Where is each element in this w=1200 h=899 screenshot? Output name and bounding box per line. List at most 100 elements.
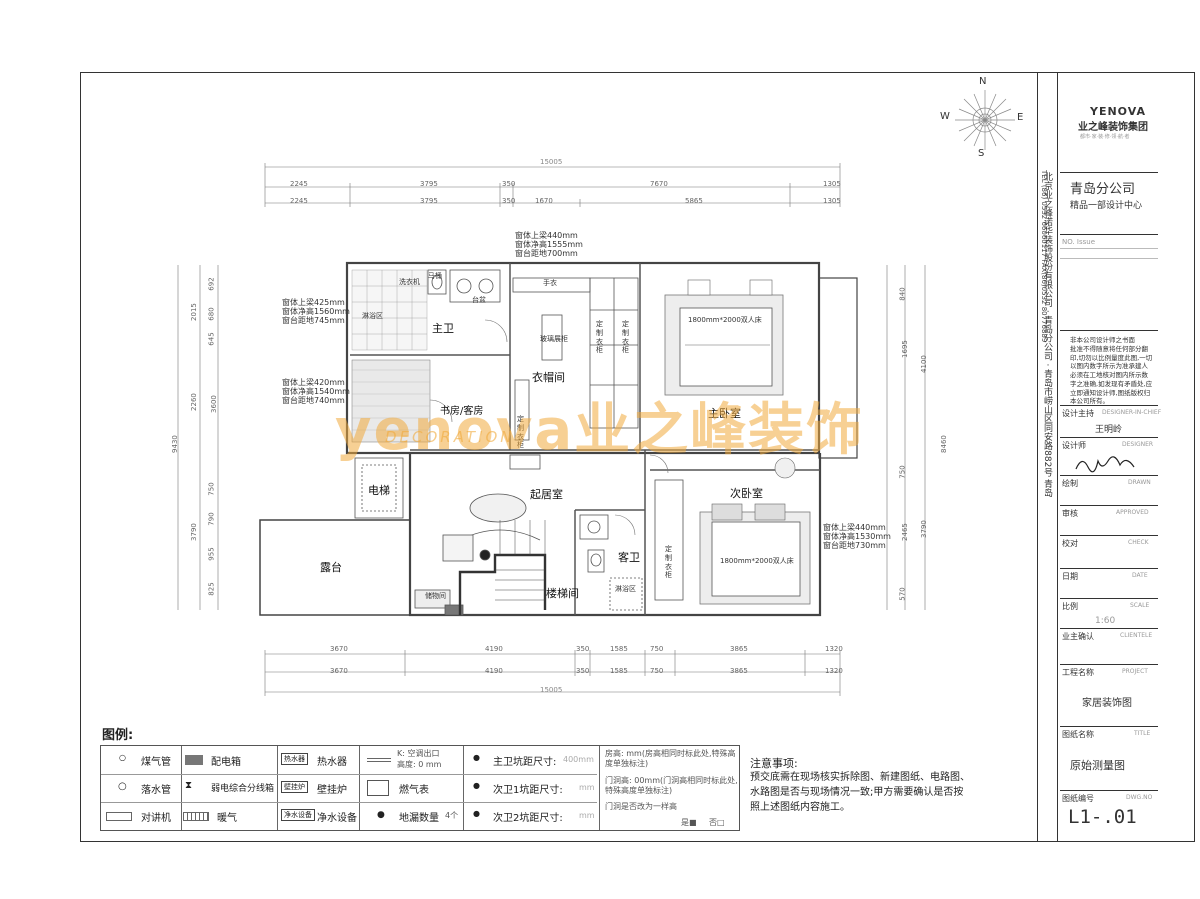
dim-right-5: 2465: [900, 523, 909, 541]
legend-bath1-unit: mm: [579, 783, 595, 792]
legend-intercom: 对讲机: [141, 813, 171, 824]
legend-room-height: 房高: mm(房高相同时标此处,特殊高度单独标注): [605, 749, 736, 769]
room-guest-bath: 客卫: [618, 551, 640, 564]
dim-right-3: 4100: [919, 355, 928, 373]
fixture-toilet: 马桶: [428, 272, 442, 280]
fixture-bed2: 1800mm*2000双人床: [720, 557, 794, 565]
room-stairs: 楼梯间: [546, 587, 579, 600]
legend-floor-drain-count: 4个: [445, 811, 459, 820]
watermark-logo: yenova业之峰装饰: [335, 398, 865, 463]
disclaimer: 非本公司设计师之书面批准不得随意将任何部分翻 印,切勿以比例量度此图,一切以图内…: [1070, 336, 1153, 406]
staircase: [458, 520, 547, 615]
legend-weak-box-icon: ⧗: [185, 780, 193, 791]
legend-floor-drain-icon: ●: [377, 810, 385, 820]
brand-sub: 都市·家·装·修·领·航·者: [1080, 134, 1130, 140]
dim-left-1: 692: [207, 277, 216, 291]
compass-s: S: [978, 148, 985, 159]
legend-heating: 暖气: [217, 813, 237, 824]
legend-no: 否□: [709, 818, 725, 827]
dim-left-10: 955: [207, 547, 216, 561]
legend-ac-height: 高度: 0 mm: [397, 760, 442, 769]
dim-top-r2-5: 5865: [685, 197, 703, 205]
title-label: 图纸名称: [1062, 730, 1094, 739]
project-label: 工程名称: [1062, 668, 1094, 677]
room-study: 书房/客房: [440, 406, 484, 417]
scale-label: 比例: [1062, 602, 1078, 611]
dim-top-r2-2: 3795: [420, 197, 438, 205]
legend-water-heater: 热水器: [317, 757, 347, 768]
legend-purifier: 净水设备: [317, 813, 357, 824]
dim-top-r2-6: 1305: [823, 197, 841, 205]
fixture-storage: 储物间: [425, 592, 446, 600]
dimension-lines-right: [886, 265, 926, 610]
dwg-value: L1-.01: [1068, 806, 1137, 828]
drawn-en: DRAWN: [1128, 479, 1151, 486]
dwg-en: DWG.NO: [1126, 794, 1153, 801]
dim-top-r2-4: 1670: [535, 197, 553, 205]
dim-right-6: 3790: [919, 520, 928, 538]
scale-en: SCALE: [1130, 602, 1150, 609]
room-closet: 衣帽间: [532, 371, 565, 384]
dim-bot-total: 15005: [540, 686, 563, 694]
legend-table: ○ 煤气管 ○ 落水管 对讲机 配电箱 ⧗ 弱电综合分线箱 暖气 热水器 热水器…: [100, 745, 740, 831]
legend-bath2-unit: mm: [579, 811, 595, 820]
room-master-bed: 主卧室: [708, 407, 741, 420]
floor-plan: [177, 163, 926, 696]
master-bath-tiles: [351, 269, 428, 351]
branch-name: 青岛分公司: [1070, 182, 1136, 197]
dim-left-7: 750: [207, 482, 216, 496]
dim-top-total: 15005: [540, 158, 563, 166]
dim-top-2: 3795: [420, 180, 438, 188]
legend-gas-meter-icon: [367, 780, 389, 796]
designer-head-label: 设计主持: [1062, 409, 1094, 418]
room-second-bed: 次卧室: [730, 487, 763, 500]
title-value: 原始测量图: [1070, 759, 1125, 772]
dim-top-r2-1: 2245: [290, 197, 308, 205]
brand-cn: 业之峰装饰集团: [1078, 122, 1148, 133]
dim-right-2: 1695: [900, 340, 909, 358]
brand-logo: YENOVA: [1090, 105, 1147, 118]
legend-floor-drain: 地漏数量: [399, 813, 439, 824]
dimension-lines-bottom: [264, 650, 841, 696]
fixture-ward3: 定制衣柜: [517, 415, 524, 450]
dim-left-9: 3790: [189, 523, 198, 541]
dim-left-2: 2015: [189, 303, 198, 321]
legend-gas-meter: 燃气表: [399, 785, 429, 796]
dim-bot-r2-7: 1320: [825, 667, 843, 675]
outer-walls: [259, 261, 858, 617]
dim-bot-2: 4190: [485, 645, 503, 653]
check-en: CHECK: [1128, 539, 1149, 546]
dim-bot-r2-4: 1585: [610, 667, 628, 675]
room-master-bath: 主卫: [432, 322, 454, 335]
dim-left-12: 9430: [170, 435, 179, 453]
watermark-sub: DECORATION: [385, 428, 515, 446]
master-bed: [664, 279, 784, 396]
legend-main-bath-value: 400mm: [563, 755, 594, 764]
second-bed: [654, 457, 811, 605]
dwg-label: 图纸编号: [1062, 794, 1094, 803]
vertical-company-text: 北京业之峰诺华装饰股份有限公司 · 青岛分公司 · 青岛市崂山区同安路882号 …: [1042, 172, 1052, 498]
legend-weak-box: 弱电综合分线箱: [211, 784, 275, 794]
legend-boiler-tag: 壁挂炉: [281, 781, 308, 793]
dim-top-r2-3: 350: [502, 197, 516, 205]
legend-elec-box-icon: [185, 755, 203, 765]
legend-heating-icon: [183, 812, 209, 821]
legend-main-bath-pit: 主卫坑距尺寸:: [493, 757, 557, 768]
dim-left-5: 2260: [189, 393, 198, 411]
fixture-shower2: 淋浴区: [615, 585, 636, 593]
dim-bot-4: 1585: [610, 645, 628, 653]
date-en: DATE: [1132, 572, 1148, 579]
fixture-ward1: 定制衣柜: [596, 320, 603, 355]
fixture-island: 玻璃展柜: [540, 335, 568, 343]
client-label: 业主确认: [1062, 632, 1094, 641]
dim-left-8: 790: [207, 512, 216, 526]
designer-label: 设计师: [1062, 441, 1086, 450]
scale-value: 1:60: [1095, 616, 1116, 626]
dim-bot-r2-1: 3670: [330, 667, 348, 675]
legend-bath2-pit: 次卫2坑距尺寸:: [493, 813, 563, 824]
dim-left-11: 825: [207, 582, 216, 596]
dim-bot-1: 3670: [330, 645, 348, 653]
dim-top-3: 350: [502, 180, 516, 188]
